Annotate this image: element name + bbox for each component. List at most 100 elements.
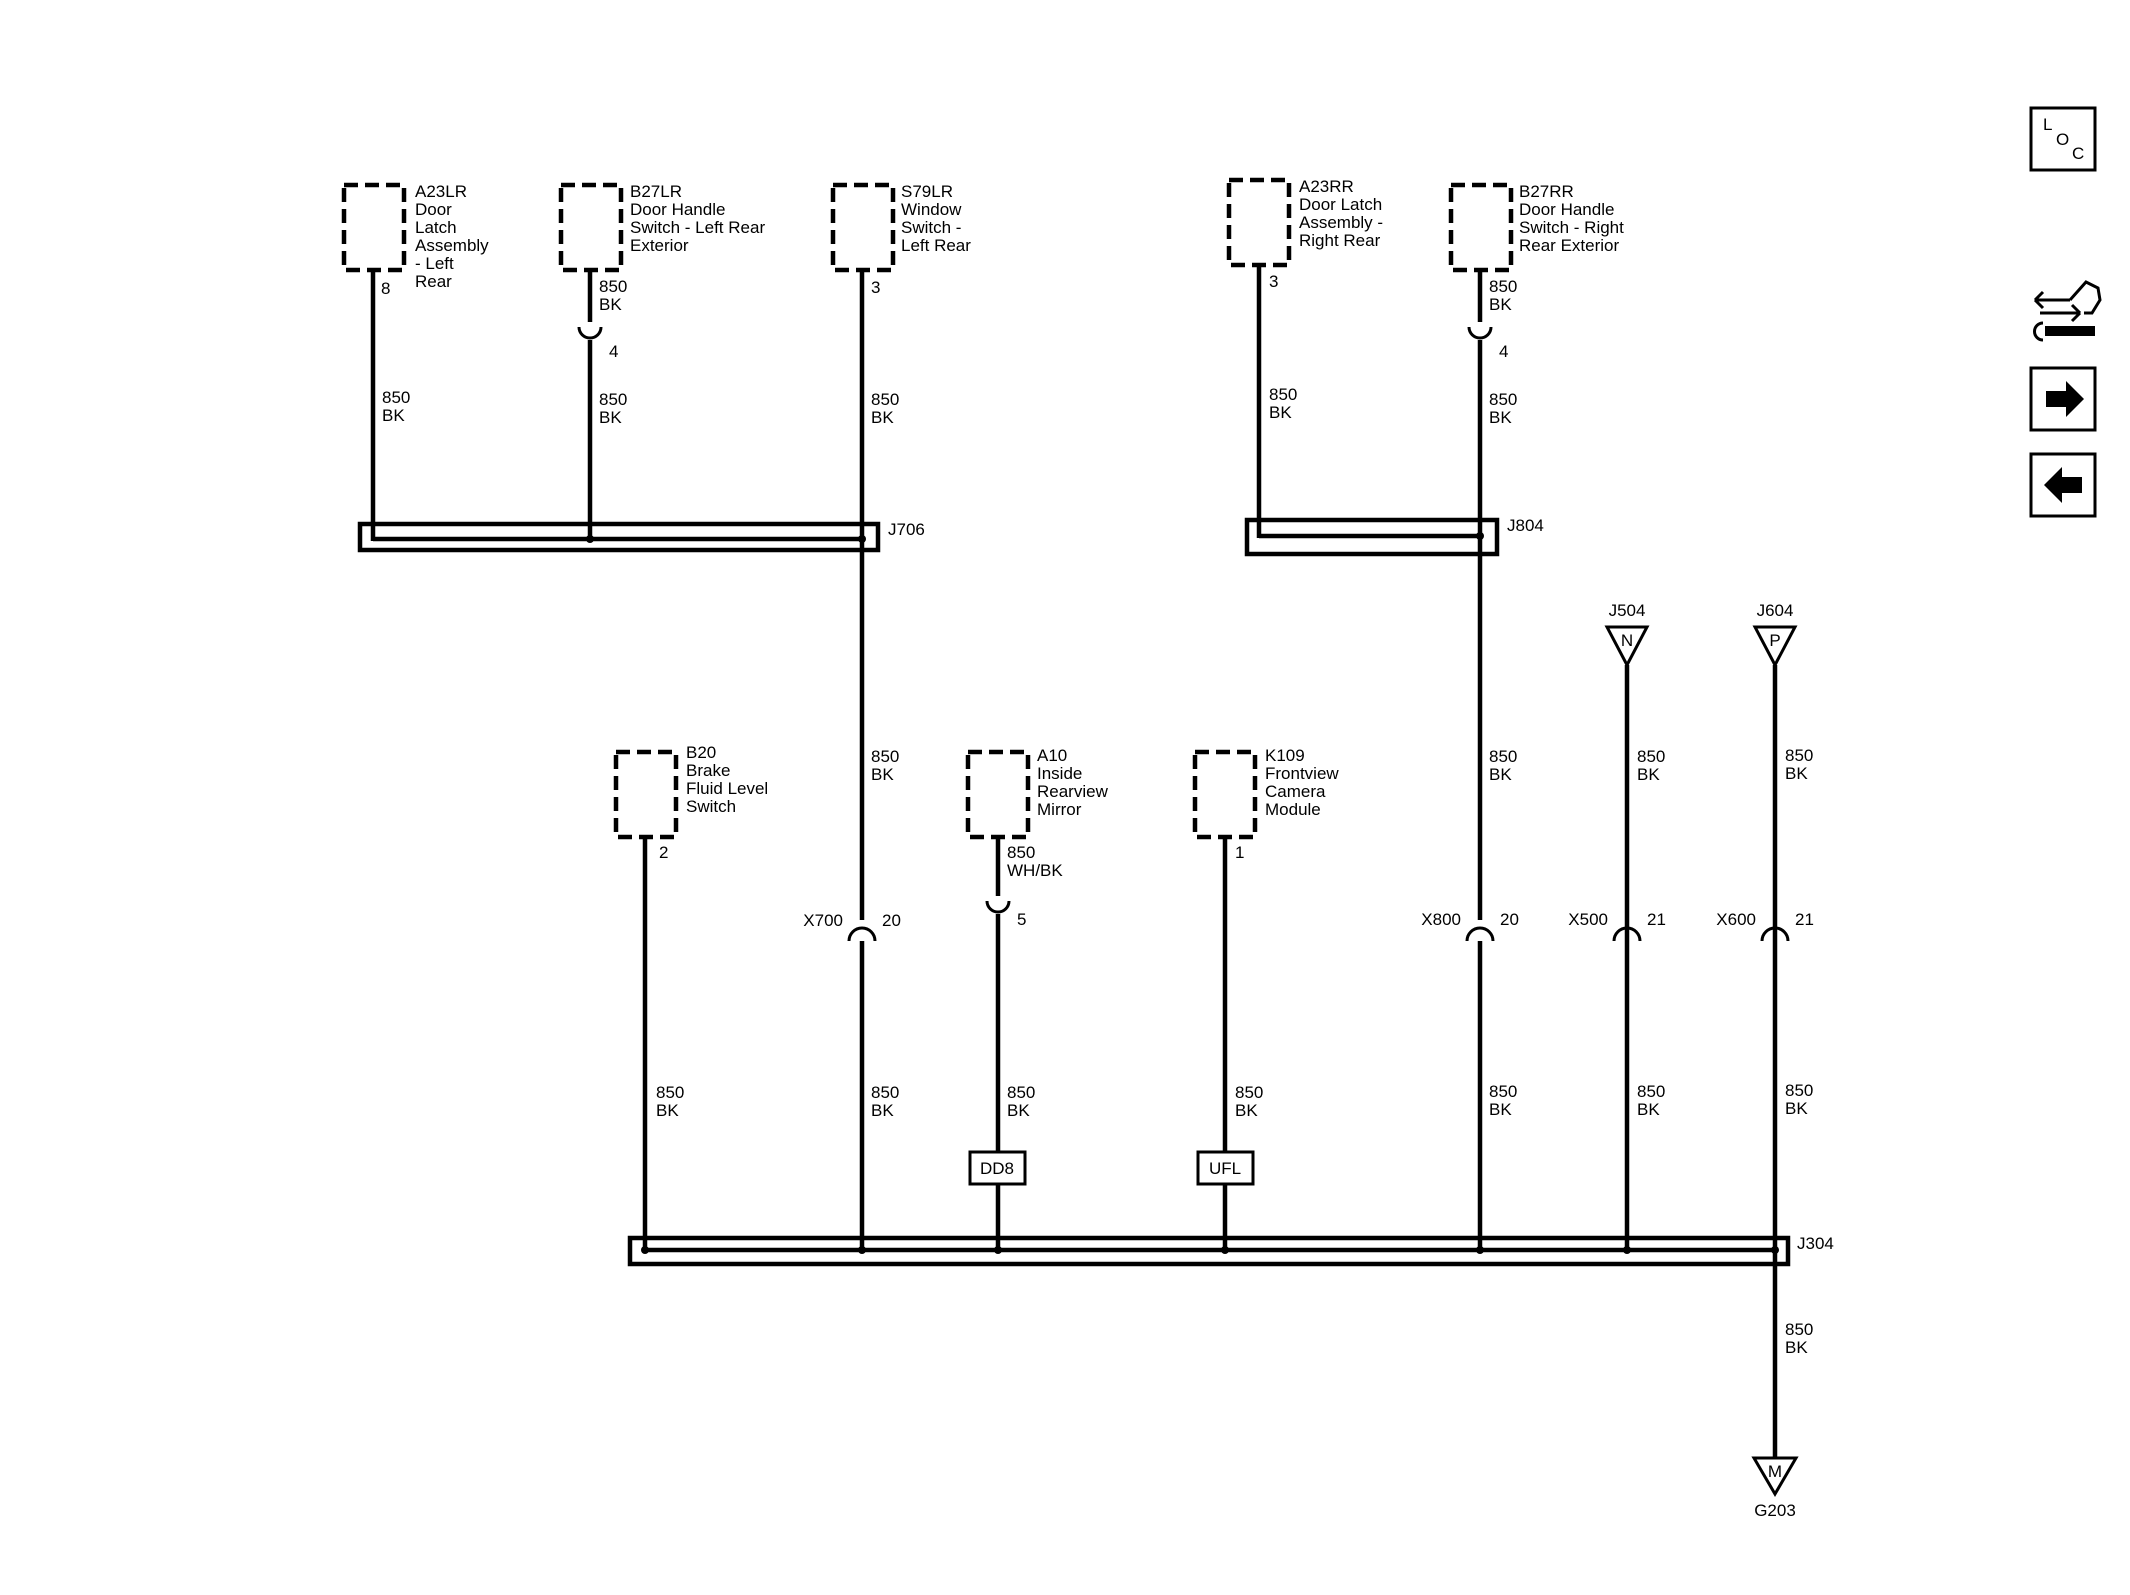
b27lr-component-box[interactable] — [558, 182, 624, 273]
ufl-option-label: UFL — [1209, 1159, 1241, 1178]
b27lr-desc-2: Switch - Left Rear — [630, 218, 765, 237]
k109-component-box[interactable] — [1192, 749, 1258, 840]
wire-x600-lower-color: BK — [1785, 1099, 1808, 1118]
wire-a23rr-gauge: 850 — [1269, 385, 1297, 404]
a10-desc-1: Inside — [1037, 764, 1082, 783]
k109-id: K109 — [1265, 746, 1305, 765]
wire-b20-color: BK — [656, 1101, 679, 1120]
x500-inline-connector[interactable] — [1612, 926, 1642, 942]
b27rr-id: B27RR — [1519, 182, 1574, 201]
wire-j604-upper-gauge: 850 — [1785, 746, 1813, 765]
s79lr-desc-3: Left Rear — [901, 236, 971, 255]
wire-b27rr-upper-gauge: 850 — [1489, 277, 1517, 296]
x800-pin: 20 — [1500, 910, 1519, 929]
wire-ground-gauge: 850 — [1785, 1320, 1813, 1339]
k109-desc-2: Camera — [1265, 782, 1326, 801]
b27rr-pin: 4 — [1499, 342, 1508, 361]
arrow-right-icon — [2046, 381, 2084, 417]
k109-desc-1: Frontview — [1265, 764, 1339, 783]
j304-node-a10 — [994, 1246, 1002, 1254]
j304-splice-pack[interactable] — [627, 1235, 1791, 1267]
b27rr-desc-1: Door Handle — [1519, 200, 1614, 219]
a23lr-component-box[interactable] — [341, 182, 407, 273]
j604-letter: P — [1769, 631, 1780, 650]
a23rr-desc-3: Right Rear — [1299, 231, 1381, 250]
wire-j604-upper-color: BK — [1785, 764, 1808, 783]
wire-x600-lower-gauge: 850 — [1785, 1081, 1813, 1100]
wire-b27rr-upper-color: BK — [1489, 295, 1512, 314]
wire-x800-lower-color: BK — [1489, 1100, 1512, 1119]
x700-pin: 20 — [882, 911, 901, 930]
s79lr-id: S79LR — [901, 182, 953, 201]
wire-s79lr-lower-gauge: 850 — [871, 747, 899, 766]
s79lr-component-box[interactable] — [830, 182, 896, 273]
b27rr-desc-2: Switch - Right — [1519, 218, 1624, 237]
a23lr-desc-4: - Left — [415, 254, 454, 273]
loc-letter-o: O — [2056, 130, 2069, 149]
a23rr-component-box[interactable] — [1226, 177, 1292, 268]
b20-pin: 2 — [659, 843, 668, 862]
wire-k109-color: BK — [1235, 1101, 1258, 1120]
x600-pin: 21 — [1795, 910, 1814, 929]
next-page-button[interactable] — [2029, 366, 2097, 432]
j804-node-b27rr — [1476, 532, 1484, 540]
wire-x500-lower-color: BK — [1637, 1100, 1660, 1119]
j304-node-b20 — [641, 1246, 649, 1254]
wire-b27rr-mid-gauge: 850 — [1489, 747, 1517, 766]
a10-id: A10 — [1037, 746, 1067, 765]
k109-pin: 1 — [1235, 843, 1244, 862]
wire-b27rr-upper2-gauge: 850 — [1489, 390, 1517, 409]
x800-name: X800 — [1421, 910, 1461, 929]
b27rr-desc-3: Rear Exterior — [1519, 236, 1619, 255]
x600-inline-connector[interactable] — [1760, 926, 1790, 942]
b27rr-inline-connector — [1467, 326, 1493, 340]
x700-inline-connector[interactable] — [847, 926, 877, 942]
a10-component-box[interactable] — [965, 749, 1031, 840]
j604-label: J604 — [1757, 601, 1794, 620]
ufl-option-box[interactable] — [1196, 1150, 1255, 1186]
wire-s79lr-upper-gauge: 850 — [871, 390, 899, 409]
wire-a23lr-color: BK — [382, 406, 405, 425]
j706-splice-pack[interactable] — [357, 521, 881, 553]
s79lr-pin: 3 — [871, 278, 880, 297]
a23lr-pin: 8 — [381, 279, 390, 298]
a23rr-pin: 3 — [1269, 272, 1278, 291]
j706-node-b27lr — [586, 535, 594, 543]
x800-inline-connector[interactable] — [1465, 926, 1495, 942]
b20-component-box[interactable] — [613, 749, 679, 840]
j504-label: J504 — [1609, 601, 1646, 620]
a10-desc-3: Mirror — [1037, 800, 1082, 819]
b27rr-component-box[interactable] — [1448, 182, 1514, 273]
g203-ground-symbol[interactable] — [1751, 1456, 1799, 1497]
j504-offpage-connector[interactable] — [1604, 625, 1650, 669]
a23lr-desc-5: Rear — [415, 272, 452, 291]
j604-offpage-connector[interactable] — [1752, 625, 1798, 669]
j804-splice-pack[interactable] — [1244, 517, 1500, 557]
b27lr-desc-3: Exterior — [630, 236, 689, 255]
wire-x800-lower-gauge: 850 — [1489, 1082, 1517, 1101]
a10-pin: 5 — [1017, 910, 1026, 929]
wire-ground-color: BK — [1785, 1338, 1808, 1357]
a23lr-desc-2: Latch — [415, 218, 457, 237]
b20-desc-3: Switch — [686, 797, 736, 816]
a23lr-id: A23LR — [415, 182, 467, 201]
a23rr-desc-1: Door Latch — [1299, 195, 1382, 214]
a23lr-desc-1: Door — [415, 200, 452, 219]
connector-wrench-icon[interactable] — [2033, 280, 2102, 342]
wire-x700-lower-color: BK — [871, 1101, 894, 1120]
g203-letter: M — [1768, 1462, 1782, 1481]
dd8-option-box[interactable] — [968, 1150, 1027, 1186]
wire-b27lr-upper-color: BK — [599, 295, 622, 314]
wire-b27lr-lower-color: BK — [599, 408, 622, 427]
wire-b27rr-upper2-color: BK — [1489, 408, 1512, 427]
loc-letter-c: C — [2072, 144, 2084, 163]
loc-button[interactable] — [2029, 106, 2097, 172]
a23lr-desc-3: Assembly — [415, 236, 489, 255]
x500-pin: 21 — [1647, 910, 1666, 929]
wire-a23rr-color: BK — [1269, 403, 1292, 422]
wire-b27lr-upper-gauge: 850 — [599, 277, 627, 296]
x600-name: X600 — [1716, 910, 1756, 929]
j304-label: J304 — [1797, 1234, 1834, 1253]
b27lr-desc-1: Door Handle — [630, 200, 725, 219]
